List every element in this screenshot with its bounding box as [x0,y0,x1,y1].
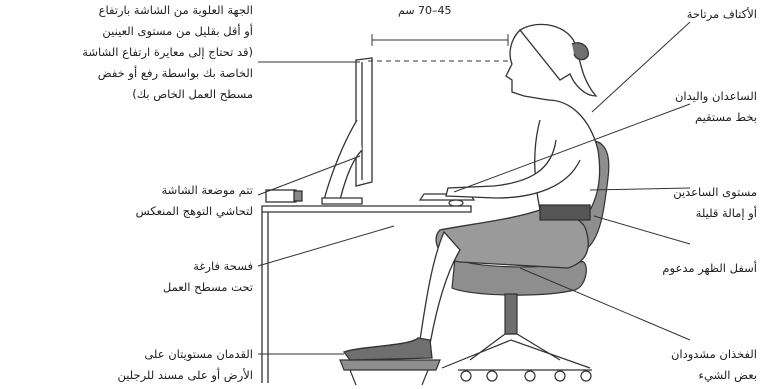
screen-position-note: تتم موضعة الشاشة لتحاشي التوهج المنعكس [136,180,253,222]
thighs-line-1: الفخذان مشدودان [671,344,757,365]
screen-position-line-2: لتحاشي التوهج المنعكس [136,201,253,222]
top-of-screen-line-2: أو أقل بقليل من مستوى العينين [82,21,253,42]
clearance-line-1: فسحة فارغة [163,256,253,277]
clearance-note: فسحة فارغة تحت مسطح العمل [163,256,253,298]
feet-note: القدمان مستويتان على الأرض أو على مسند ل… [117,344,253,386]
top-of-screen-line-3: (قد تحتاج إلى معايرة ارتفاع الشاشة [82,42,253,63]
monitor [266,58,372,204]
top-of-screen-line-5: مسطح العمل الخاص بك) [82,84,253,105]
forearm-level-note: مستوى الساعدين أو إمالة قليلة [673,182,757,224]
top-of-screen-line-4: الخاصة بك بواسطة رفع أو خفض [82,63,253,84]
thighs-note: الفخذان مشدودان بعض الشيء [671,344,757,386]
viewing-distance-label: 45–70 سم [398,4,452,17]
person [344,24,600,360]
shoulders-note: الأكتاف مرتاحة [687,4,757,25]
feet-line-2: الأرض أو على مسند للرجلين [117,365,253,386]
forearms-line-2: بخط مستقيم [675,107,757,128]
forearms-line-1: الساعدان واليدان [675,86,757,107]
shoulders-line-1: الأكتاف مرتاحة [687,4,757,25]
feet-line-1: القدمان مستويتان على [117,344,253,365]
forearm-level-line-2: أو إمالة قليلة [673,203,757,224]
top-of-screen-note: الجهة العلوية من الشاشة بارتفاع أو أقل ب… [82,0,253,105]
footrest [340,360,440,385]
forearms-note: الساعدان واليدان بخط مستقيم [675,86,757,128]
forearm-level-line-1: مستوى الساعدين [673,182,757,203]
clearance-line-2: تحت مسطح العمل [163,277,253,298]
top-of-screen-line-1: الجهة العلوية من الشاشة بارتفاع [82,0,253,21]
lower-back-note: أسفل الظهر مدعوم [662,258,757,279]
screen-position-line-1: تتم موضعة الشاشة [136,180,253,201]
thighs-line-2: بعض الشيء [671,365,757,386]
lower-back-line-1: أسفل الظهر مدعوم [662,258,757,279]
